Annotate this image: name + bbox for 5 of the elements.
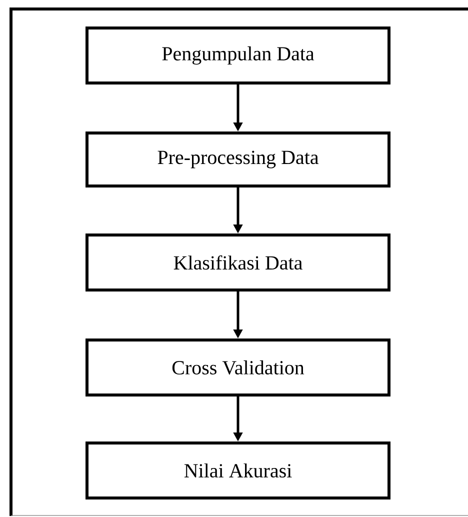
process-box: Pengumpulan Data: [86, 26, 390, 84]
process-box: Pre-processing Data: [86, 132, 390, 188]
process-box: Nilai Akurasi: [86, 442, 390, 500]
process-box: Cross Validation: [86, 338, 390, 396]
process-box: Klasifikasi Data: [86, 234, 390, 292]
